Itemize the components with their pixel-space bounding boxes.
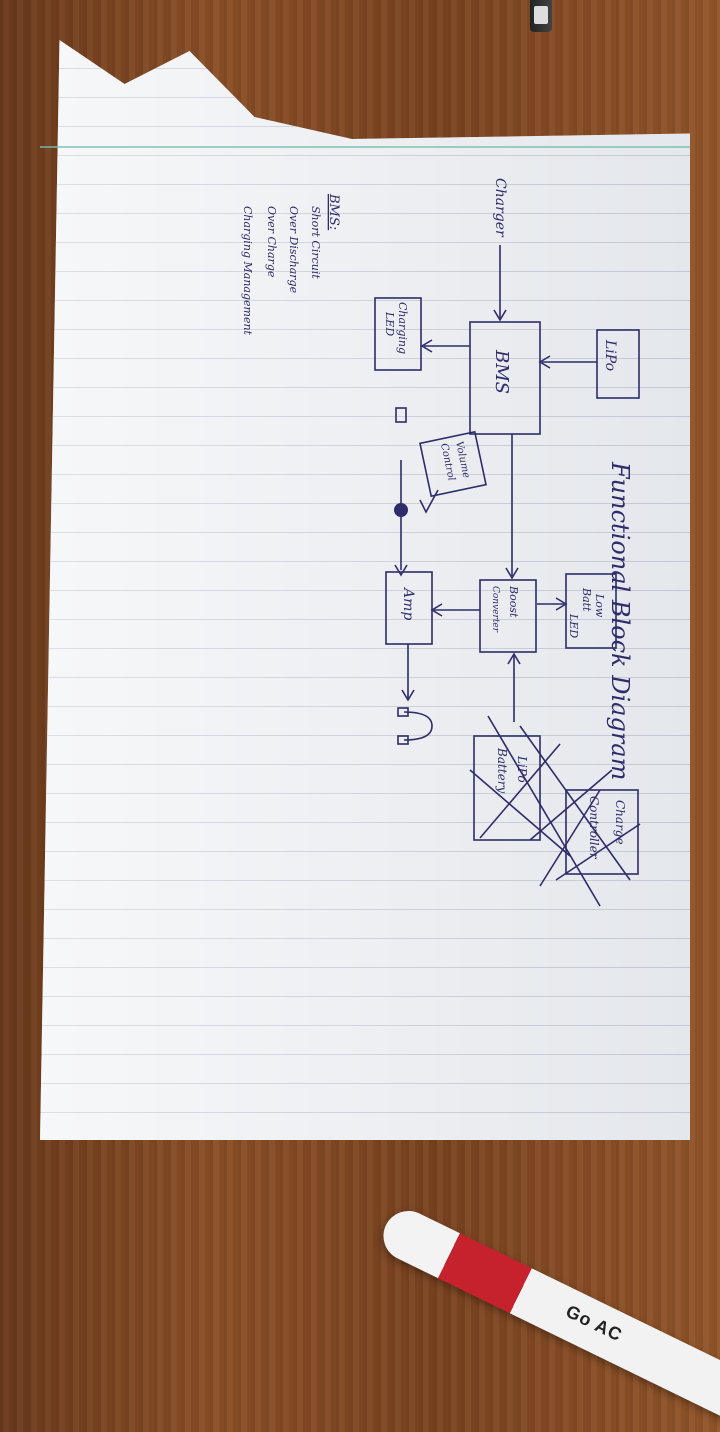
bms-block xyxy=(469,321,541,435)
bms-note-item: Short Circuit xyxy=(309,206,322,279)
junction-dot xyxy=(394,503,408,517)
input-jack-icon xyxy=(395,407,407,423)
low-batt-led-block xyxy=(565,573,617,649)
volume-control-block xyxy=(419,430,487,498)
charging-led-block xyxy=(374,297,422,371)
diagram-title: Functional Block Diagram xyxy=(606,461,634,780)
bms-note-item: Over Discharge xyxy=(287,206,300,294)
volume-control-arrow xyxy=(419,489,439,514)
strike-through-marks xyxy=(469,715,641,907)
low-batt-led-label-line3: LED xyxy=(567,613,580,638)
amp-block xyxy=(385,571,433,645)
lipo-battery-label-line1: LiPo xyxy=(515,755,529,783)
charge-controller-block xyxy=(565,789,639,875)
charger-label: Charger xyxy=(492,178,508,238)
lipo-label: LiPo xyxy=(602,339,618,371)
signal-arrowhead xyxy=(394,564,408,577)
low-batt-led-label-line2: Batt xyxy=(580,587,593,612)
paper-margin-line xyxy=(40,146,690,148)
block-diagram: Functional Block Diagram Charger LiPo BM… xyxy=(241,178,641,907)
pen-brand-label: Go AC xyxy=(562,1300,626,1346)
charge-controller-label-line2: Controller xyxy=(587,796,601,860)
usb-connector xyxy=(530,0,552,32)
bms-label: BMS xyxy=(491,349,512,394)
boost-to-low-batt-arrowhead xyxy=(555,597,568,611)
lipo-block xyxy=(596,329,640,399)
battery-to-boost-arrowhead xyxy=(507,652,521,665)
bms-note-item: Charging Management xyxy=(241,206,254,336)
boost-converter-label-line1: Boost xyxy=(507,585,520,618)
charger-arrowhead xyxy=(493,309,507,322)
boost-converter-block xyxy=(479,579,537,653)
amp-label: Amp xyxy=(400,586,416,620)
headphone-icon xyxy=(397,707,433,745)
lipo-battery-label-line2: Battery xyxy=(495,747,509,793)
bms-note-item: Over Charge xyxy=(265,206,278,278)
bms-notes-heading: BMS: xyxy=(326,193,341,230)
lined-paper-sheet xyxy=(40,40,690,1140)
charging-led-label-line2: LED xyxy=(383,311,396,336)
charging-led-label-line1: Charging xyxy=(396,302,409,354)
bms-to-boost-arrowhead xyxy=(505,567,519,580)
volume-control-label-line2: Control xyxy=(438,442,457,482)
charge-controller-label-line1: Charge xyxy=(613,800,627,845)
amp-to-headphone-arrowhead xyxy=(401,689,415,702)
lipo-battery-block xyxy=(473,735,541,841)
bms-to-charging-led-arrowhead xyxy=(420,339,433,353)
boost-converter-label-line2: Converter xyxy=(490,586,500,633)
low-batt-led-label-line1: Low xyxy=(593,593,606,618)
